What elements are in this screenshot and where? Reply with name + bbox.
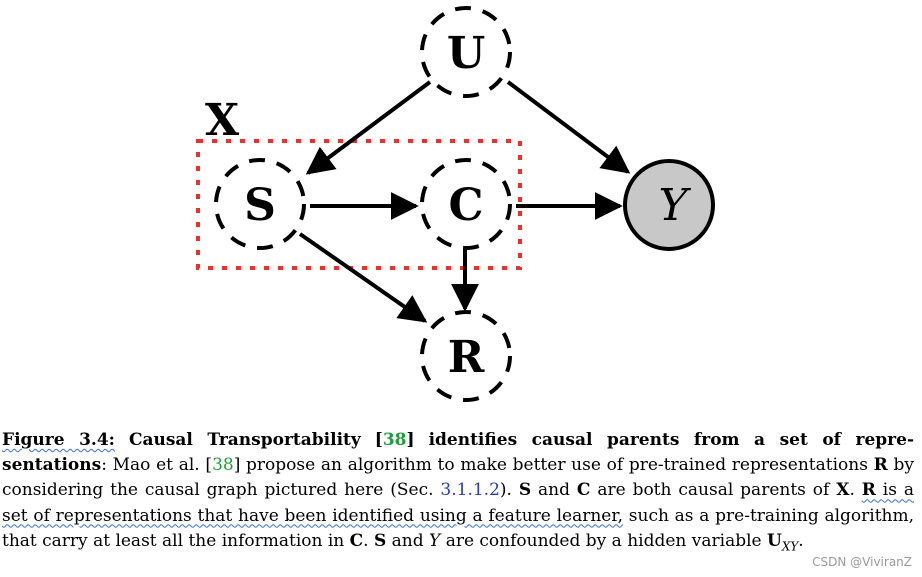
edge-u-y (506, 80, 631, 174)
spellcheck-underlined-text: R is a set of representations that have … (2, 480, 914, 526)
caption-lead-1: Causal Transportability (128, 430, 361, 450)
node-c: C (420, 158, 512, 250)
section-link[interactable]: 3.1.1.2 (440, 480, 500, 501)
edge-s-r (298, 232, 428, 323)
node-u: U (420, 6, 512, 98)
citation-link[interactable]: 38 (382, 430, 407, 450)
svg-text:C: C (448, 180, 483, 231)
caption-lead-2: identifies causal parents from a set of … (2, 430, 914, 476)
figure-label: Figure 3.4: (2, 430, 115, 450)
group-label-x: X (205, 95, 240, 146)
watermark: CSDN @ViviranZ (812, 555, 912, 569)
svg-text:Y: Y (658, 180, 691, 231)
node-s: S (214, 158, 306, 250)
causal-graph: X U S C Y R (196, 6, 715, 402)
svg-text:R: R (448, 332, 485, 383)
figure-caption: Figure 3.4: Causal Transportability [38]… (2, 430, 914, 554)
node-y: Y (623, 159, 715, 251)
svg-text:U: U (447, 28, 485, 79)
edge-u-s (305, 80, 432, 175)
citation-link-2[interactable]: 38 (212, 455, 234, 476)
svg-text:S: S (244, 180, 276, 231)
node-r: R (420, 310, 512, 402)
